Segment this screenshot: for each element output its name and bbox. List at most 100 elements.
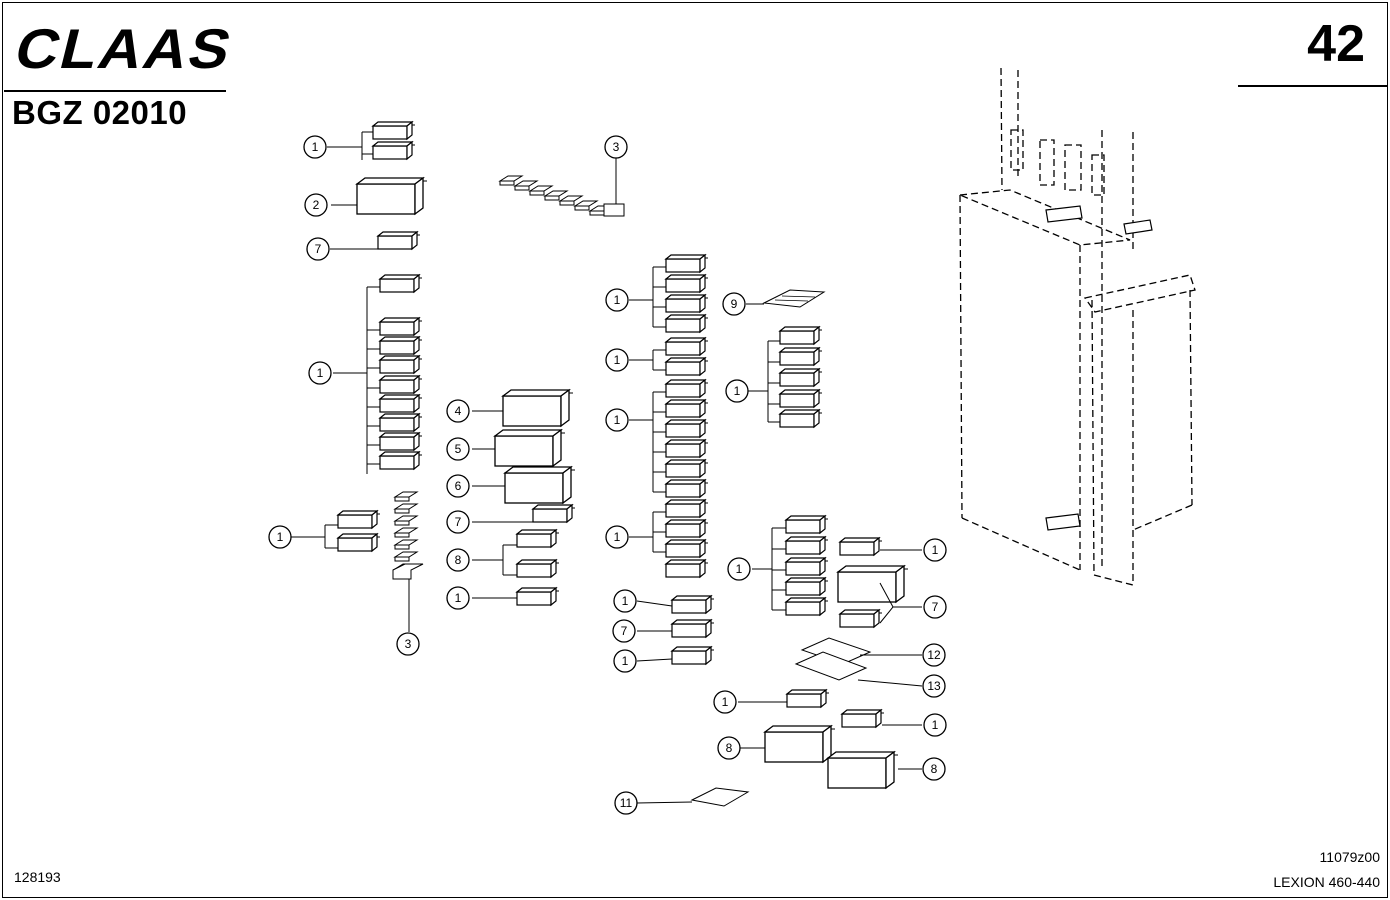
callout-1: 1 (605, 408, 629, 432)
callout-7: 7 (612, 619, 636, 643)
callout-11: 11 (614, 791, 638, 815)
callout-8: 8 (922, 757, 946, 781)
relay-large-5 (472, 429, 566, 467)
callout-number: 1 (932, 718, 939, 732)
relay-stack-right-f (752, 515, 829, 616)
relay-1-center (472, 587, 560, 606)
callout-1: 1 (605, 288, 629, 312)
relay-stack-right-a (629, 254, 709, 333)
callout-number: 1 (614, 413, 621, 427)
circuit-boards (794, 637, 923, 687)
callout-3: 3 (396, 632, 420, 656)
callout-number: 6 (455, 479, 462, 493)
callout-12: 12 (922, 643, 946, 667)
relay-stack-right-b (629, 337, 709, 376)
label-plate-9 (746, 289, 826, 308)
fuse-box-housing (959, 67, 1196, 586)
callout-number: 1 (932, 543, 939, 557)
callout-number: 1 (455, 591, 462, 605)
callout-1: 1 (725, 379, 749, 403)
model-name: LEXION 460-440 (1273, 874, 1380, 890)
relay-right-cluster (837, 537, 922, 628)
callout-number: 8 (931, 762, 938, 776)
claas-logo: CLAAS (12, 20, 237, 75)
callout-number: 1 (722, 695, 729, 709)
callout-number: 2 (313, 198, 320, 212)
callout-1: 1 (446, 586, 470, 610)
page-number: 42 (1307, 15, 1365, 73)
callout-1: 1 (308, 361, 332, 385)
callout-6: 6 (446, 474, 470, 498)
callout-1: 1 (605, 525, 629, 549)
fuse-11 (636, 787, 750, 807)
callout-7: 7 (446, 510, 470, 534)
relay-right-bottom (738, 689, 922, 789)
relay-large-6 (472, 466, 576, 504)
fuse-row-3 (499, 158, 625, 217)
callout-8: 8 (717, 736, 741, 760)
callout-number: 8 (455, 553, 462, 567)
callout-number: 8 (726, 741, 733, 755)
callout-7: 7 (923, 595, 947, 619)
relay-stack-right-d (629, 499, 709, 578)
callout-7: 7 (306, 237, 330, 261)
callout-number: 1 (622, 654, 629, 668)
callout-1: 1 (303, 135, 327, 159)
callout-number: 1 (614, 353, 621, 367)
callout-13: 13 (922, 674, 946, 698)
callout-1: 1 (713, 690, 737, 714)
callout-number: 1 (614, 293, 621, 307)
callout-9: 9 (722, 292, 746, 316)
callout-number: 1 (277, 530, 284, 544)
callout-number: 7 (621, 624, 628, 638)
relay-pair-left (291, 510, 381, 552)
fuse-stack (392, 491, 424, 632)
page-number-rule (1238, 85, 1388, 87)
svg-text:CLAAS: CLAAS (12, 20, 237, 75)
callout-2: 2 (304, 193, 328, 217)
group-left-top (327, 121, 416, 160)
drawing-reference: 11079z00 (1319, 849, 1380, 865)
callout-1: 1 (613, 649, 637, 673)
relay-right-singles (636, 595, 715, 665)
document-code: BGZ 02010 (12, 94, 188, 131)
callout-number: 7 (455, 515, 462, 529)
callout-3: 3 (604, 135, 628, 159)
callout-1: 1 (605, 348, 629, 372)
relay-7-center (472, 504, 576, 523)
callout-number: 1 (734, 384, 741, 398)
callout-number: 1 (736, 562, 743, 576)
relay-stack-right-e (746, 326, 823, 428)
callout-1: 1 (923, 538, 947, 562)
callout-number: 9 (731, 297, 738, 311)
relay-7-left (330, 231, 421, 250)
callout-number: 3 (405, 637, 412, 651)
callout-1: 1 (613, 589, 637, 613)
callout-number: 7 (932, 600, 939, 614)
callout-5: 5 (446, 437, 470, 461)
relay-large-4 (472, 389, 574, 427)
callout-1: 1 (923, 713, 947, 737)
relay-stack-right-c (629, 379, 709, 498)
header-rule (4, 90, 226, 92)
callout-number: 1 (614, 530, 621, 544)
callout-1: 1 (268, 525, 292, 549)
callout-number: 1 (312, 140, 319, 154)
callout-number: 3 (613, 140, 620, 154)
callout-1: 1 (727, 557, 751, 581)
relay-stack-left (333, 274, 423, 474)
callout-number: 1 (622, 594, 629, 608)
callout-number: 13 (927, 679, 941, 693)
callout-8: 8 (446, 548, 470, 572)
callout-number: 1 (317, 366, 324, 380)
callout-number: 5 (455, 442, 462, 456)
callout-number: 7 (315, 242, 322, 256)
callout-number: 4 (455, 404, 462, 418)
relay-8-center (472, 529, 560, 578)
callout-4: 4 (446, 399, 470, 423)
callout-number: 12 (927, 648, 941, 662)
callout-number: 11 (620, 796, 633, 810)
